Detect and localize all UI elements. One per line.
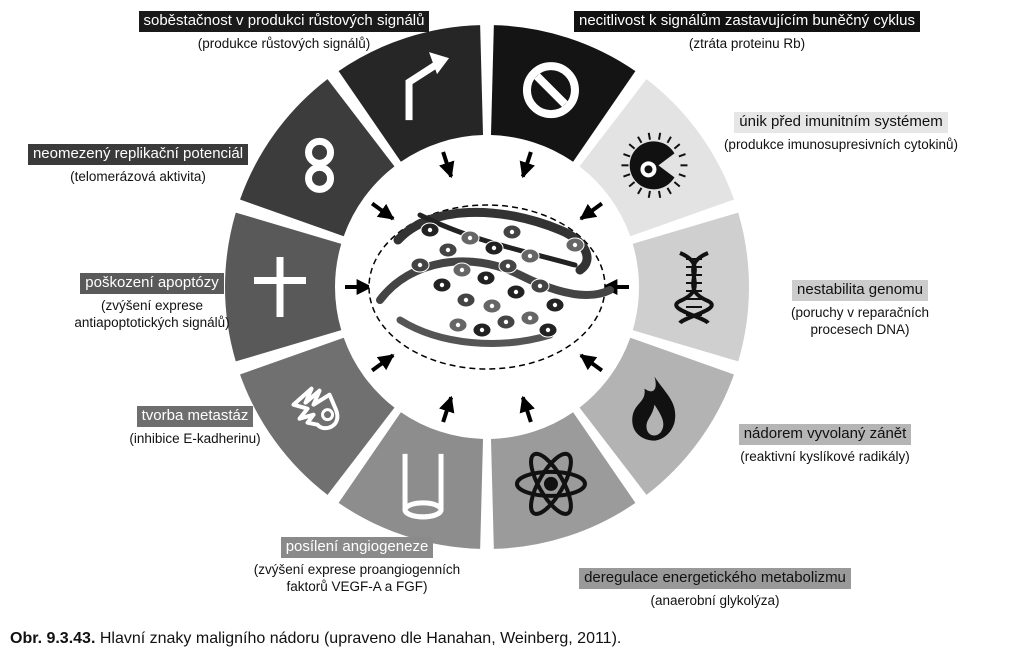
tumor-cell-nucleus: [509, 229, 515, 235]
hallmark-title: nestabilita genomu: [792, 280, 928, 301]
hallmark-label: posílení angiogeneze (zvýšení exprese pro…: [232, 537, 482, 595]
tumor-cell-nucleus: [552, 302, 558, 308]
hallmarks-ring: [225, 25, 749, 549]
hallmark-title: neomezený replikační potenciál: [27, 144, 249, 165]
hallmark-title: posílení angiogeneze: [280, 537, 434, 558]
caption-text: Hlavní znaky maligního nádoru (upraveno …: [95, 630, 622, 647]
arrow-to-center: [579, 201, 604, 221]
tumor-cell-nucleus: [417, 262, 423, 268]
tumor-cell-nucleus: [439, 282, 445, 288]
hallmark-title: nádorem vyvolaný zánět: [738, 424, 912, 445]
comet-cell-icon: [291, 386, 340, 431]
hallmark-subtitle: (anaerobní glykolýza): [650, 593, 780, 608]
caption-label: Obr. 9.3.43.: [10, 630, 96, 647]
hallmark-subtitle: (inhibice E-kadherinu): [129, 431, 261, 446]
dna-icon: [674, 251, 714, 325]
tumor-cell-nucleus: [463, 297, 469, 303]
tumor-cell-nucleus: [459, 267, 465, 273]
arrow-to-center: [370, 353, 395, 373]
hallmark-title: necitlivost k signálům zastavujícím buně…: [574, 11, 920, 32]
hallmarks-diagram: [225, 25, 749, 549]
hallmark-title: tvorba metastáz: [136, 406, 254, 427]
hallmark-title: únik před imunitním systémem: [734, 112, 948, 133]
hallmark-label: deregulace energetického metabolizmu (ana…: [555, 568, 875, 609]
flame-icon: [632, 376, 676, 441]
tumor-cell-nucleus: [527, 315, 533, 321]
hallmark-label: nestabilita genomu (poruchy v reparačních…: [760, 280, 960, 338]
atom-icon: [514, 451, 587, 516]
tumor-cell-nucleus: [527, 253, 533, 259]
arrows-to-center: [345, 151, 629, 423]
tumor-cell-nucleus: [537, 283, 543, 289]
hallmark-title: soběstačnost v produkci růstových signál…: [138, 11, 430, 32]
ring-segment: [632, 212, 749, 362]
tumor-cell-nucleus: [445, 247, 451, 253]
hallmark-title: poškození apoptózy: [80, 273, 224, 294]
hallmark-subtitle: (telomerázová aktivita): [70, 169, 206, 184]
tumor-cell-nucleus: [467, 235, 473, 241]
ring-segment: [240, 337, 395, 495]
ring-segment: [490, 25, 636, 162]
hallmark-subtitle: (zvýšení exprese antiapoptotických signá…: [74, 298, 230, 330]
infinity-icon: [305, 137, 335, 193]
pacman-cell-icon: [621, 132, 688, 199]
cross-icon: [254, 257, 306, 317]
hallmark-title: deregulace energetického metabolizmu: [579, 568, 851, 589]
tumor-cell-nucleus: [545, 327, 551, 333]
arrow-to-center: [519, 395, 535, 423]
arrow-to-center: [519, 151, 535, 179]
arrow-to-center: [439, 151, 455, 179]
arrow-to-center: [439, 395, 455, 423]
tumor-cell-nucleus: [491, 245, 497, 251]
hallmark-subtitle: (zvýšení exprese proangiogenních faktorů…: [253, 562, 461, 594]
tumor-cell-nucleus: [455, 322, 461, 328]
hallmark-subtitle: (produkce imunosupresivních cytokinů): [723, 137, 959, 152]
tumor-cell-nucleus: [572, 242, 578, 248]
hallmark-label: poškození apoptózy (zvýšení exprese antia…: [52, 273, 252, 331]
hallmark-label: tvorba metastáz (inhibice E-kadherinu): [110, 406, 280, 447]
vessel-tube-icon: [402, 453, 444, 520]
tumor-cell-nucleus: [513, 289, 519, 295]
arrow-to-center: [579, 353, 604, 373]
hallmark-subtitle: (poruchy v reparačních procesech DNA): [790, 305, 930, 337]
tumor-tissue-icon: [368, 204, 614, 370]
hallmark-label: únik před imunitním systémem (produkce im…: [716, 112, 966, 153]
hallmark-label: soběstačnost v produkci růstových signál…: [124, 11, 444, 52]
hallmark-subtitle: (reaktivní kyslíkové radikály): [740, 449, 910, 464]
tumor-cell-nucleus: [483, 275, 489, 281]
figure-caption: Obr. 9.3.43. Hlavní znaky maligního nádo…: [10, 628, 621, 650]
tumor-cell-nucleus: [479, 327, 485, 333]
arrow-to-center: [370, 201, 395, 221]
tumor-cell-nucleus: [503, 319, 509, 325]
bent-arrow-icon: [405, 52, 450, 121]
ring-segment: [240, 79, 395, 237]
hallmark-subtitle: (produkce růstových signálů): [197, 36, 371, 51]
hallmark-label: necitlivost k signálům zastavujícím buně…: [552, 11, 942, 52]
no-entry-icon: [522, 62, 579, 119]
hallmark-subtitle: (ztráta proteinu Rb): [688, 36, 806, 51]
tumor-cell-nucleus: [505, 263, 511, 269]
tumor-cell-nucleus: [489, 303, 495, 309]
tumor-cell-nucleus: [427, 227, 433, 233]
hallmark-label: neomezený replikační potenciál (telomeráz…: [8, 144, 268, 185]
hallmark-label: nádorem vyvolaný zánět (reaktivní kyslíko…: [720, 424, 930, 465]
ring-segment: [338, 412, 484, 549]
